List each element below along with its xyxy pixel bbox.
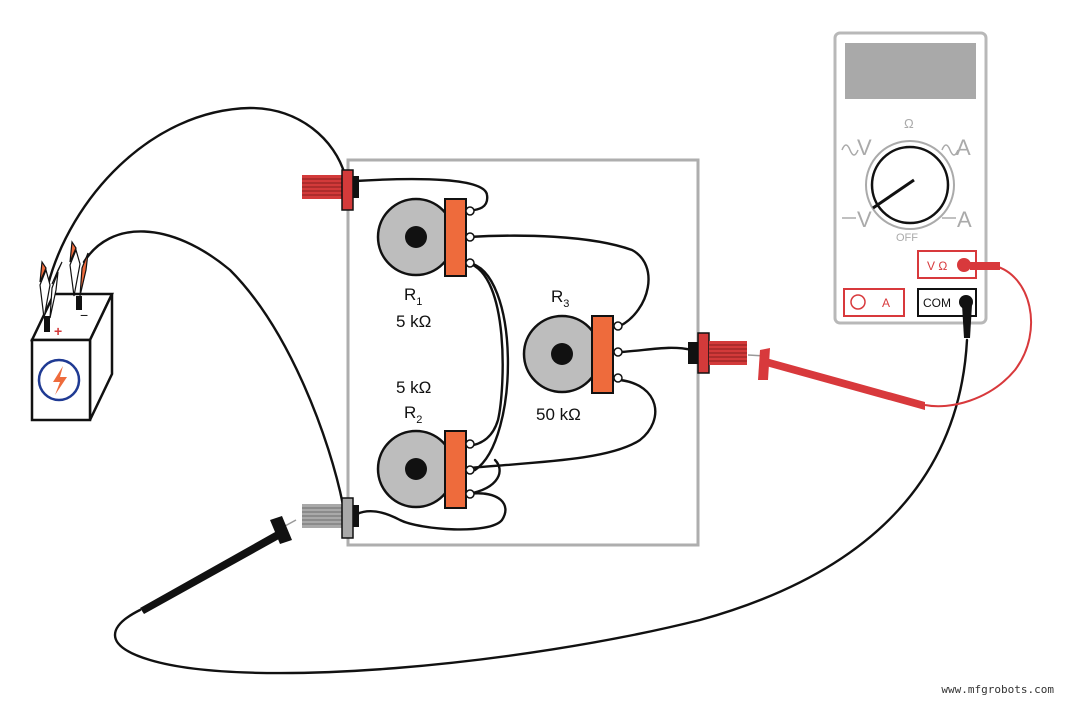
potentiometer-r3[interactable] [522, 314, 623, 394]
dial-dc-volts-label: V [857, 207, 872, 232]
r2-label: R2 [404, 403, 422, 426]
battery-clips [39, 240, 89, 319]
top-red-binding-post[interactable] [302, 169, 359, 211]
selector-dial[interactable] [865, 140, 955, 230]
wire-r1-mid-to-r3-top [466, 234, 650, 328]
svg-text:V Ω: V Ω [927, 259, 947, 273]
wire-r2-bot-loop [466, 458, 501, 496]
black-probe-lead [114, 338, 969, 675]
multimeter: Ω V A V A OFF V Ω A COM [833, 31, 1000, 338]
potentiometer-r1[interactable] [376, 197, 475, 277]
black-test-probe[interactable] [140, 516, 297, 614]
svg-text:A: A [882, 296, 890, 310]
dial-ohm-label: Ω [904, 116, 914, 131]
black-probe-plug [962, 305, 972, 338]
wire-r3-mid-to-red-terminal [619, 346, 694, 354]
dial-off-label: OFF [896, 232, 918, 244]
wires [46, 106, 969, 675]
dial-dc-amps-label: A [957, 207, 972, 232]
r3-label: R3 [551, 287, 569, 310]
wire-r1-bot-to-r2-top [466, 261, 504, 448]
dial-ac-volts-label: V [857, 135, 872, 160]
potentiometer-r2[interactable] [376, 429, 475, 509]
r3-value: 50 kΩ [536, 405, 581, 424]
wire-battery-neg-to-grey-terminal [82, 230, 345, 507]
ac-wave-icon [841, 144, 859, 156]
red-probe-lead [924, 265, 1032, 408]
battery-negative-label: − [80, 307, 88, 323]
dial-ac-amps-label: A [956, 135, 971, 160]
multimeter-display [845, 43, 976, 99]
com-jack[interactable]: COM [917, 288, 977, 317]
wire-r2-mid-to-r3-bot [466, 378, 657, 470]
battery: + − [30, 292, 114, 422]
wire-top-terminal-to-r1 [353, 177, 489, 213]
red-probe-plug [970, 262, 1000, 270]
grey-binding-post[interactable] [302, 497, 359, 539]
battery-positive-label: + [54, 323, 62, 339]
r1-value: 5 kΩ [396, 312, 431, 331]
ac-wave-icon-right [941, 144, 959, 156]
watermark: www.mfgrobots.com [941, 683, 1054, 696]
wire-r2-bot-to-grey-terminal [355, 492, 507, 531]
amps-jack[interactable]: A [843, 288, 905, 317]
r1-label: R1 [404, 285, 422, 308]
wire-battery-pos-to-top-terminal [46, 106, 347, 287]
right-red-binding-post[interactable] [688, 332, 747, 374]
wire-r1-bot-to-r2-mid [466, 261, 510, 472]
lightning-bolt-icon [53, 366, 67, 395]
svg-text:COM: COM [923, 296, 951, 310]
r2-value: 5 kΩ [396, 378, 431, 397]
voltage-ohm-jack[interactable]: V Ω [917, 250, 977, 279]
red-test-probe[interactable] [747, 348, 925, 410]
